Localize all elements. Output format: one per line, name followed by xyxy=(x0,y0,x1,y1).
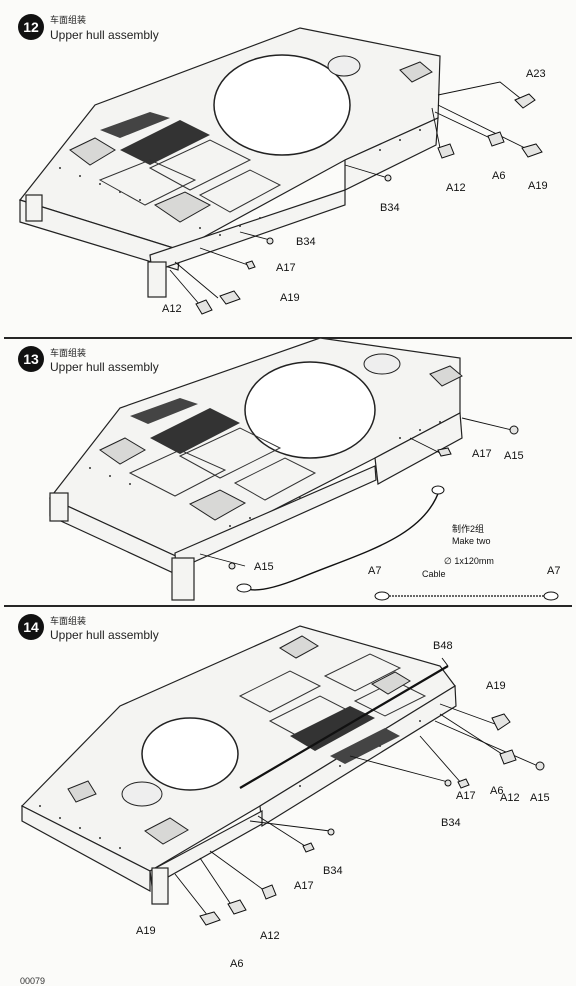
step-title-en: Upper hull assembly xyxy=(50,628,159,642)
part-label: B34 xyxy=(323,865,343,877)
step-number-12: 12 xyxy=(18,14,44,40)
part-label: A17 xyxy=(456,790,476,802)
section-divider xyxy=(4,605,572,607)
part-label: A15 xyxy=(530,792,550,804)
part-label: A15 xyxy=(254,561,274,573)
part-label: A15 xyxy=(504,450,524,462)
hull-diagram-step-13 xyxy=(49,338,559,601)
part-label: B34 xyxy=(380,202,400,214)
part-label: A6 xyxy=(230,958,244,970)
part-label: A12 xyxy=(500,792,520,804)
step-title-en: Upper hull assembly xyxy=(50,28,159,42)
step-title-cn: 车面组装 xyxy=(50,348,87,358)
cable-size: ∅ 1x120mm xyxy=(444,556,494,566)
part-label: A12 xyxy=(446,182,466,194)
part-label: A17 xyxy=(276,262,296,274)
part-label: B34 xyxy=(296,236,316,248)
part-label: A17 xyxy=(472,448,492,460)
hull-diagram-step-12 xyxy=(18,27,543,315)
part-label: A19 xyxy=(136,925,156,937)
make-two-en: Make two xyxy=(452,536,491,546)
part-label: A7 xyxy=(547,565,561,577)
step-number-14: 14 xyxy=(18,614,44,640)
step-title-cn: 车面组装 xyxy=(50,616,87,626)
part-label: A19 xyxy=(280,292,300,304)
part-label: A12 xyxy=(162,303,182,315)
page-footer: 00079 xyxy=(20,976,46,986)
part-label: B48 xyxy=(433,640,453,652)
part-label: A17 xyxy=(294,880,314,892)
part-label: A19 xyxy=(528,180,548,192)
step-title-en: Upper hull assembly xyxy=(50,360,159,374)
make-two-cn: 制作2组 xyxy=(452,524,485,534)
section-divider xyxy=(4,337,572,339)
part-label: A6 xyxy=(490,785,504,797)
part-label: A6 xyxy=(492,170,506,182)
part-label: A7 xyxy=(368,565,382,577)
step-number-13: 13 xyxy=(18,346,44,372)
step-title-cn: 车面组装 xyxy=(50,15,87,25)
hull-diagram-step-14 xyxy=(20,625,545,926)
part-label: A19 xyxy=(486,680,506,692)
part-label: A23 xyxy=(526,68,546,80)
part-label: A12 xyxy=(260,930,280,942)
part-label: B34 xyxy=(441,817,461,829)
cable-label: Cable xyxy=(422,569,446,579)
